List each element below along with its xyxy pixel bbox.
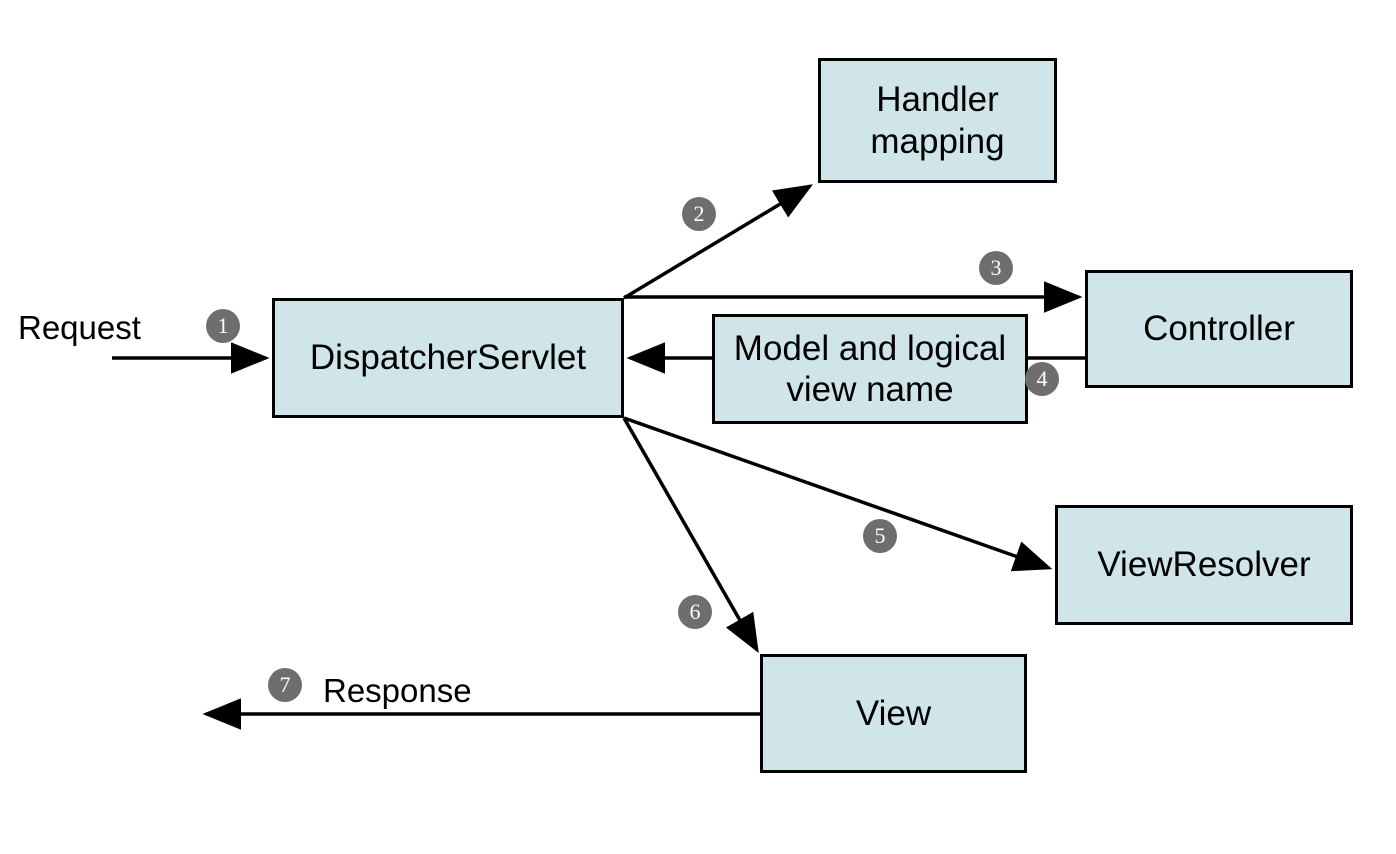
edge-dispatcher-to-view xyxy=(622,417,759,654)
node-handler-mapping-label: Handler mapping xyxy=(870,80,1005,161)
node-view[interactable]: View xyxy=(760,654,1027,773)
step-badge-4[interactable]: 4 xyxy=(1025,362,1059,396)
step-badge-7-number: 7 xyxy=(279,672,291,697)
edge-dispatcher-to-handler xyxy=(623,184,813,300)
step-badge-1[interactable]: 1 xyxy=(206,309,240,343)
node-dispatcher-servlet[interactable]: DispatcherServlet xyxy=(272,298,624,418)
step-badge-3-number: 3 xyxy=(990,255,1002,280)
step-badge-5[interactable]: 5 xyxy=(863,519,897,553)
step-badge-7[interactable]: 7 xyxy=(268,668,302,702)
node-model-and-logical-view-name-label: Model and logical view name xyxy=(733,328,1007,409)
step-badge-6[interactable]: 6 xyxy=(678,595,712,629)
step-badge-3[interactable]: 3 xyxy=(979,251,1013,285)
node-handler-mapping[interactable]: Handler mapping xyxy=(818,58,1057,183)
step-badge-1-number: 1 xyxy=(217,313,229,338)
step-badge-2-number: 2 xyxy=(693,201,705,226)
edges-group xyxy=(112,184,1085,730)
node-view-label: View xyxy=(855,693,932,733)
node-dispatcher-servlet-label: DispatcherServlet xyxy=(309,338,587,378)
node-view-resolver[interactable]: ViewResolver xyxy=(1055,505,1353,625)
node-view-resolver-label: ViewResolver xyxy=(1097,545,1311,585)
step-badge-4-number: 4 xyxy=(1036,366,1048,391)
step-badge-5-number: 5 xyxy=(874,523,886,548)
step-badge-6-number: 6 xyxy=(689,599,701,624)
node-controller-label: Controller xyxy=(1143,309,1295,349)
node-model-and-logical-view-name[interactable]: Model and logical view name xyxy=(712,314,1028,424)
step-badge-2[interactable]: 2 xyxy=(682,197,716,231)
request-label: Request xyxy=(18,309,141,346)
edge-dispatcher-to-viewresolver xyxy=(623,416,1053,572)
response-label: Response xyxy=(323,672,472,709)
node-controller[interactable]: Controller xyxy=(1085,270,1353,388)
